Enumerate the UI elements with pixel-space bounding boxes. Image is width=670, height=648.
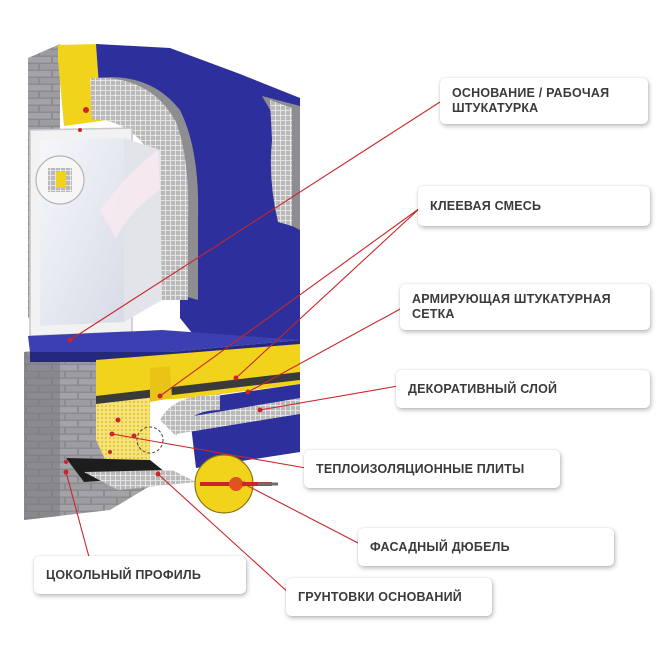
leader-gruntovki bbox=[157, 473, 291, 595]
label-osnovanie: ОСНОВАНИЕ / РАБОЧАЯ ШТУКАТУРКА bbox=[440, 78, 648, 124]
label-armiruyushchaya-text: АРМИРУЮЩАЯ ШТУКАТУРНАЯ СЕТКА bbox=[412, 292, 611, 321]
window-glare bbox=[100, 150, 160, 238]
label-tsokolny: ЦОКОЛЬНЫЙ ПРОФИЛЬ bbox=[34, 556, 246, 594]
label-gruntovki-text: ГРУНТОВКИ ОСНОВАНИЙ bbox=[298, 589, 462, 604]
leader-dots bbox=[63, 337, 263, 487]
insulation-lower bbox=[96, 344, 300, 404]
base-profile-mesh bbox=[84, 470, 196, 490]
label-dekorativny-text: ДЕКОРАТИВНЫЙ СЛОЙ bbox=[408, 381, 558, 396]
leader-tsokolny bbox=[65, 471, 93, 569]
label-dekorativny: ДЕКОРАТИВНЫЙ СЛОЙ bbox=[396, 370, 650, 408]
dowel-head bbox=[229, 477, 243, 491]
mesh-right-edge bbox=[270, 100, 292, 226]
window-sill bbox=[28, 330, 300, 352]
leader-dekorativny bbox=[259, 385, 399, 411]
label-gruntovki: ГРУНТОВКИ ОСНОВАНИЙ bbox=[286, 578, 492, 616]
label-dyubel-text: ФАСАДНЫЙ ДЮБЕЛЬ bbox=[370, 539, 510, 554]
brick-wall-bottom-face bbox=[24, 348, 60, 520]
leader-osnovanie bbox=[69, 101, 441, 341]
mesh-lower-curve bbox=[160, 394, 220, 436]
leader-kleevaya-2 bbox=[235, 207, 421, 379]
label-dyubel: ФАСАДНЫЙ ДЮБЕЛЬ bbox=[358, 528, 614, 566]
leader-lines bbox=[65, 101, 441, 595]
leader-kleevaya-1 bbox=[159, 207, 421, 397]
mesh-window-reveal bbox=[90, 77, 189, 300]
label-armiruyushchaya: АРМИРУЮЩАЯ ШТУКАТУРНАЯ СЕТКА bbox=[400, 284, 650, 330]
label-osnovanie-text: ОСНОВАНИЕ / РАБОЧАЯ ШТУКАТУРКА bbox=[452, 86, 610, 115]
leader-teploizolyatsionnye bbox=[111, 433, 307, 469]
mesh-lower-band bbox=[170, 398, 300, 434]
label-kleevaya-text: КЛЕЕВАЯ СМЕСЬ bbox=[430, 198, 542, 213]
label-teploizolyatsionnye: ТЕПЛОИЗОЛЯЦИОННЫЕ ПЛИТЫ bbox=[304, 450, 560, 488]
sill-under bbox=[30, 340, 300, 362]
dowel-location-marker bbox=[136, 426, 164, 454]
leader-dyubel bbox=[243, 483, 361, 545]
leader-armiruyushchaya bbox=[247, 307, 403, 393]
label-kleevaya: КЛЕЕВАЯ СМЕСЬ bbox=[418, 186, 650, 226]
adhesive-stripe bbox=[96, 372, 300, 404]
insulation-block-small bbox=[150, 366, 172, 402]
label-tsokolny-text: ЦОКОЛЬНЫЙ ПРОФИЛЬ bbox=[46, 567, 202, 582]
label-teploizolyatsionnye-text: ТЕПЛОИЗОЛЯЦИОННЫЕ ПЛИТЫ bbox=[316, 461, 525, 476]
